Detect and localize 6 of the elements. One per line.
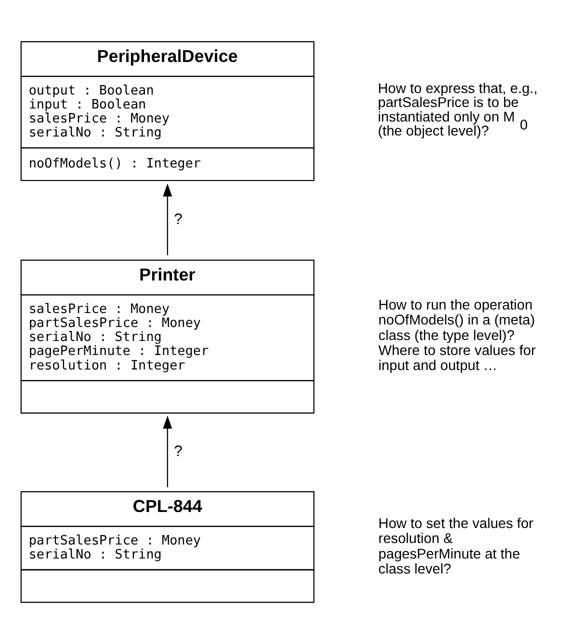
arrow [162, 415, 172, 487]
label: How to set the values for resolution & pagesPerMinute at the class level? [378, 514, 534, 576]
arrow [162, 182, 172, 255]
edge-label: ? [174, 442, 183, 460]
edge-label: ? [174, 210, 183, 228]
label: How to run the operation noOfModels() in a (meta) class (the type level)? Where to store values for input and output … [378, 296, 536, 373]
